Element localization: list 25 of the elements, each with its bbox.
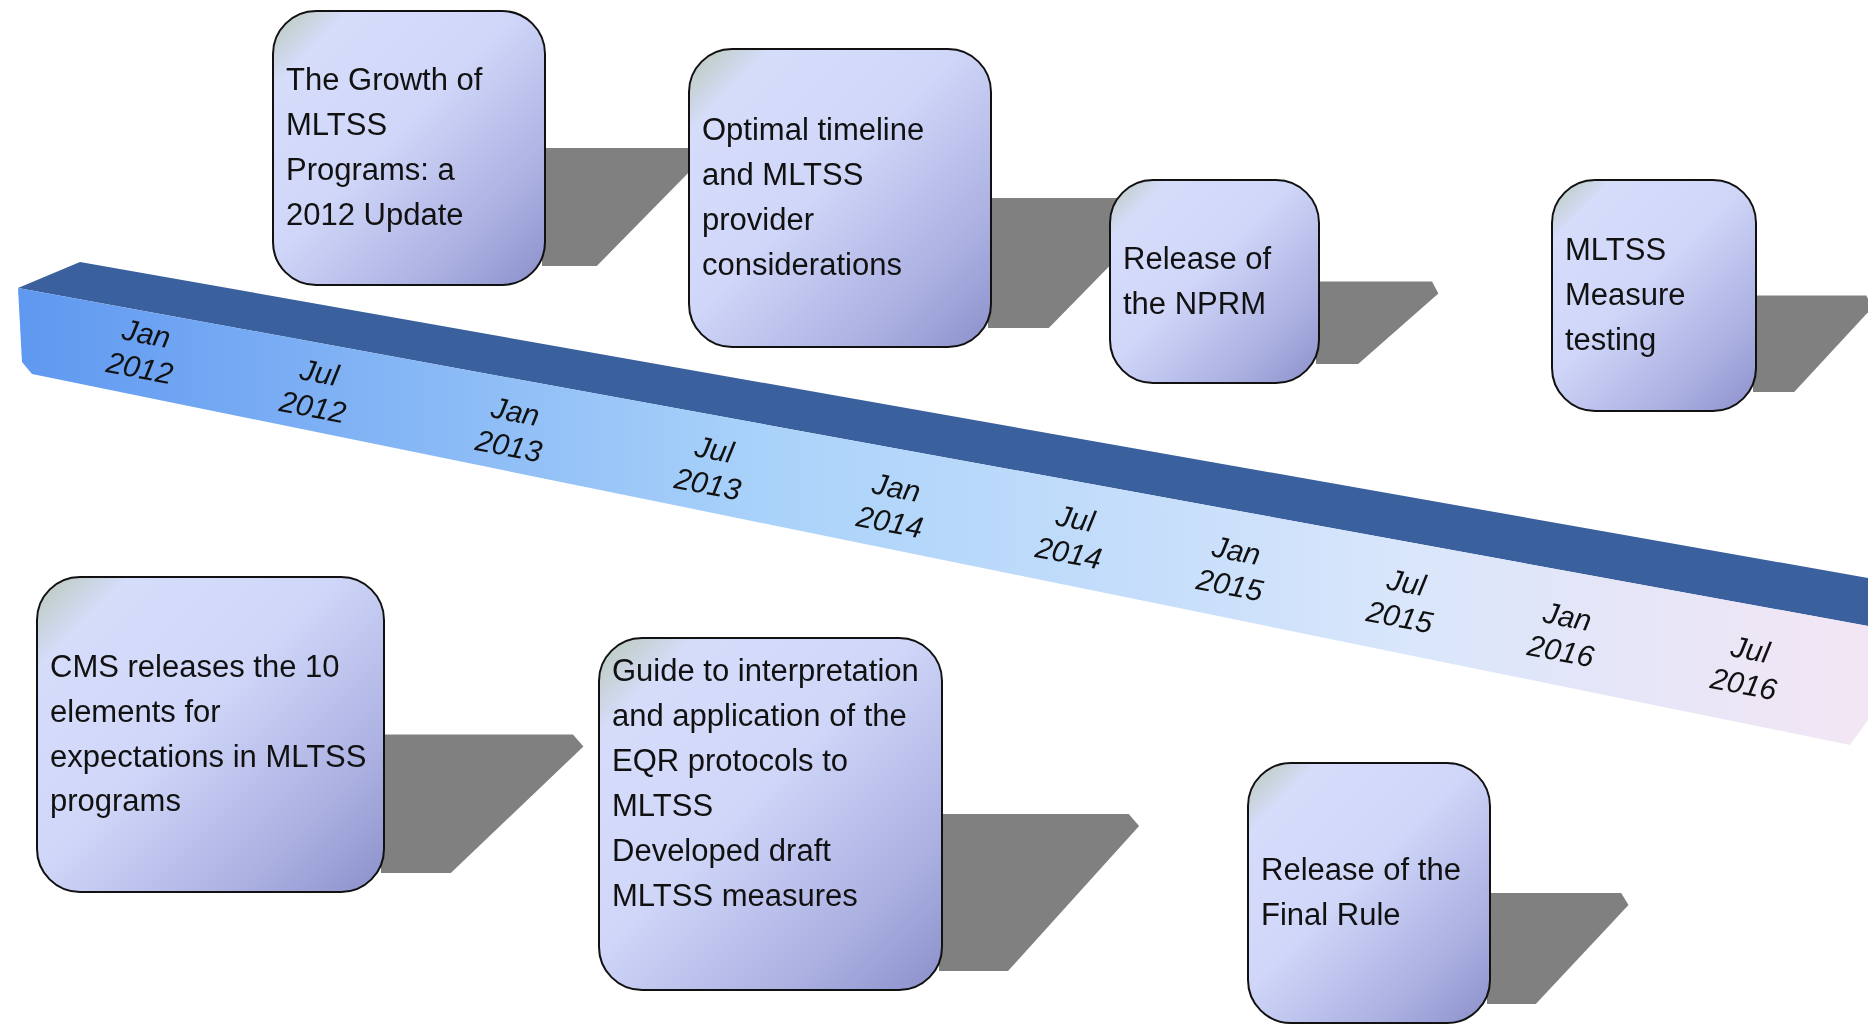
milestone-box <box>1247 762 1491 1024</box>
milestone-text: MLTSS Measure testing <box>1565 231 1687 359</box>
milestone-text: The Growth of MLTSS Programs: a 2012 Update <box>286 61 484 234</box>
milestone-box <box>1109 179 1320 384</box>
milestone-box <box>688 48 992 348</box>
milestone-box <box>36 576 385 893</box>
milestone-text: CMS releases the 10 elements for expectations in MLTSS programs <box>50 647 368 821</box>
milestone-text: Developed draft MLTSS measures <box>612 831 859 915</box>
timeline-date: Jan 2013 <box>472 389 546 470</box>
milestone-text: Release of the NPRM <box>1123 239 1273 323</box>
timeline-date: Jan 2015 <box>1193 528 1267 609</box>
milestone-text: Release of the Final Rule <box>1261 851 1462 934</box>
timeline-date: Jul 2013 <box>671 428 745 508</box>
milestone-box <box>598 637 943 991</box>
timeline-date: Jan 2012 <box>103 311 177 392</box>
timeline-date: Jan 2014 <box>853 465 927 546</box>
timeline-date: Jul 2014 <box>1032 497 1106 577</box>
timeline-date: Jul 2016 <box>1707 628 1781 708</box>
milestone-box <box>1551 179 1757 412</box>
timeline-date: Jan 2016 <box>1524 594 1598 675</box>
timeline-date: Jul 2015 <box>1363 561 1437 641</box>
timeline-date: Jul 2012 <box>276 351 350 431</box>
milestone-box <box>272 10 546 286</box>
milestone-text: Optimal timeline and MLTSS provider considerations <box>702 111 926 284</box>
milestone-text: Guide to interpretation and application of the EQR protocols to MLTSS <box>612 652 920 825</box>
